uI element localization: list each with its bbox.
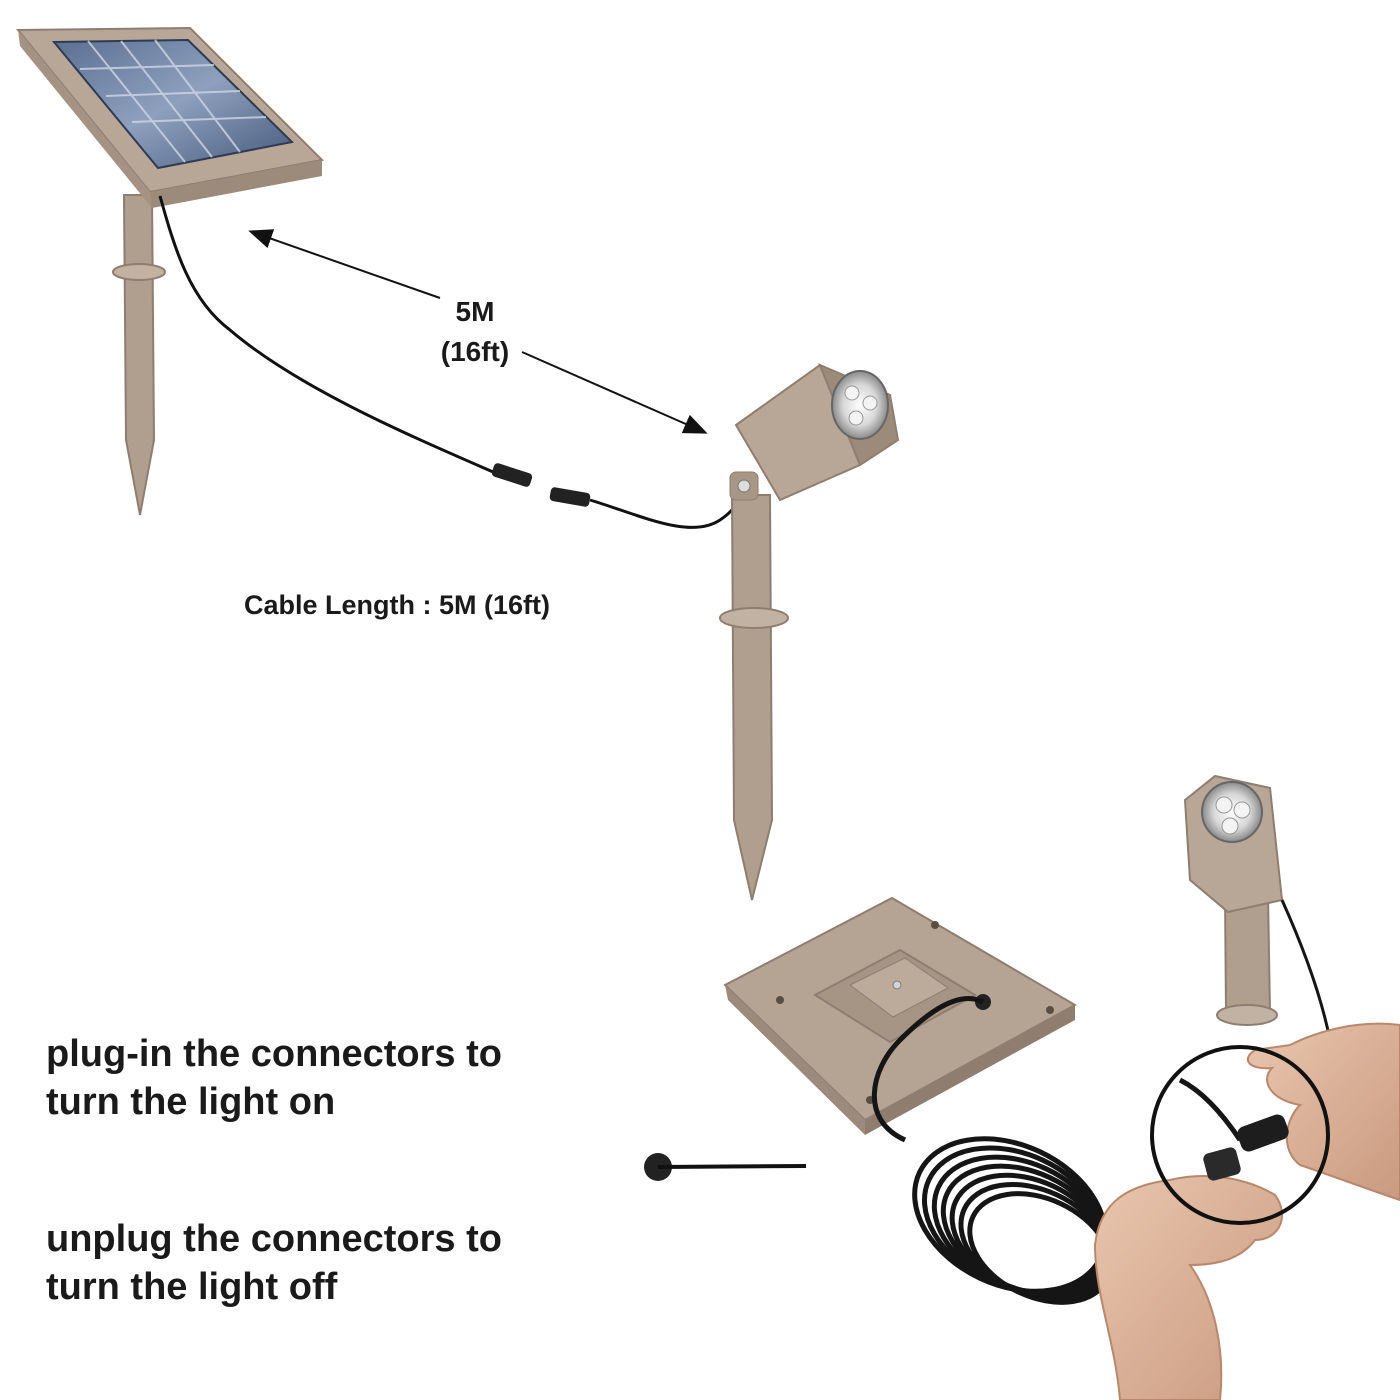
cable-length-label: Cable Length : 5M (16ft) <box>244 590 551 620</box>
instruction-turn-on-line1: plug-in the connectors to <box>46 1033 502 1075</box>
distance-label-meters: 5M <box>455 296 495 327</box>
instruction-turn-off: unplug the connectors to turn the light … <box>46 1215 502 1311</box>
distance-label: 5M (16ft) <box>400 292 550 372</box>
hands <box>1093 1022 1400 1400</box>
solar-panel-back <box>723 896 1078 1135</box>
distance-arrow-lower <box>521 351 708 434</box>
distance-arrow-upper <box>248 229 441 299</box>
pointer-line <box>644 1153 807 1181</box>
instruction-turn-on: plug-in the connectors to turn the light… <box>46 1030 502 1126</box>
spotlight-standing <box>719 363 900 901</box>
connector-zoom-circle <box>1150 1045 1330 1225</box>
instruction-turn-off-line2: turn the light off <box>46 1266 338 1308</box>
instruction-turn-on-line2: turn the light on <box>46 1081 336 1123</box>
distance-label-feet: (16ft) <box>440 336 510 367</box>
spotlight-short <box>1183 774 1332 1041</box>
instruction-turn-off-line1: unplug the connectors to <box>46 1218 502 1260</box>
solar-panel <box>15 26 325 516</box>
